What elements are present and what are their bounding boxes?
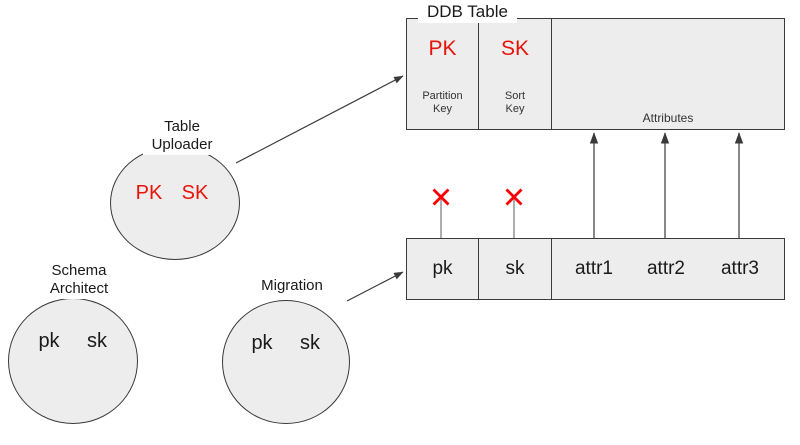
source-row-cell-sk: sk [505,258,525,279]
migration-circle [222,300,350,424]
migration-to-source-row [346,271,404,302]
source-row-cell-pk: pk [432,258,453,279]
ddb-column-pk: PK Partition Key [407,19,478,129]
source-row-divider-2 [551,238,552,300]
ddb-pk-key-label: PK [428,37,457,60]
source-row-cell-attr1: attr1 [574,258,614,279]
source-row-table [406,238,785,300]
ddb-pk-sub-line1: Partition [422,90,463,102]
migration-token-sk: sk [300,332,320,354]
ddb-table [406,18,785,130]
source-row-divider-1 [478,238,479,300]
ddb-table-divider-1 [478,18,479,130]
schema-architect-token-pk: pk [38,330,60,352]
schema-architect-title-line1: Schema [51,262,107,279]
ddb-pk-sub-label: Partition Key [422,90,462,116]
ddb-attributes-label: Attributes [642,111,694,125]
schema-architect-title: Schema Architect [36,261,122,299]
ddb-sk-sub-line1: Sort [504,90,526,102]
table-uploader-title-line1: Table [164,118,200,135]
ddb-sk-sub-label: Sort Key [505,90,525,116]
table-uploader-title-line2: Uploader [151,136,213,153]
table-uploader-to-ddb-table [235,75,404,164]
migration-token-pk: pk [251,332,273,354]
schema-architect-title-line2: Architect [49,280,109,297]
source-row-cell-attr3: attr3 [720,258,760,279]
ddb-column-attributes: Attributes [552,19,784,129]
ddb-pk-sub-line2: Key [433,103,452,115]
table-uploader-token-pk: PK [135,182,163,204]
source-row-cell-attr2: attr2 [646,258,686,279]
ddb-table-title: DDB Table [418,1,517,23]
ddb-table-divider-2 [551,18,552,130]
blocked-sk-x-icon [505,188,523,206]
migration-title: Migration [248,276,336,296]
schema-architect-token-sk: sk [87,330,107,352]
schema-architect-circle [8,298,138,424]
ddb-column-sk: SK Sort Key [479,19,551,129]
table-uploader-title: Table Uploader [143,117,221,155]
ddb-sk-sub-line2: Key [505,103,525,115]
blocked-pk-x-icon [432,188,450,206]
table-uploader-circle [110,146,240,260]
ddb-sk-key-label: SK [500,37,529,60]
table-uploader-token-sk: SK [181,182,209,204]
migration-title-line1: Migration [261,277,323,294]
